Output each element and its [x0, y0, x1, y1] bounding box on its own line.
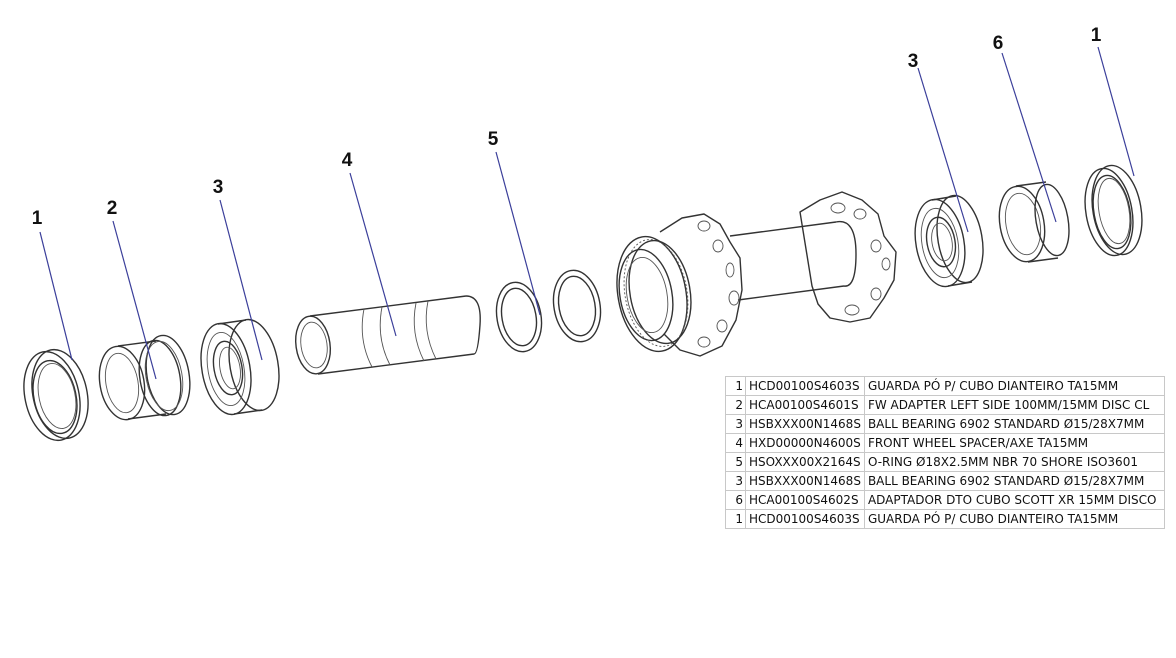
- callout-3-left: 3: [213, 177, 224, 198]
- item-number-cell: 1: [725, 509, 746, 529]
- description-cell: ADAPTADOR DTO CUBO SCOTT XR 15MM DISCO: [863, 490, 1165, 510]
- item-number-cell: 2: [725, 395, 746, 415]
- description-cell: O-RING Ø18X2.5MM NBR 70 SHORE ISO3601: [863, 452, 1165, 472]
- part-code-cell: HCD00100S4603S: [745, 509, 865, 529]
- description-cell: BALL BEARING 6902 STANDARD Ø15/28X7MM: [863, 471, 1165, 491]
- item-number-cell: 3: [725, 414, 746, 434]
- part-code-cell: HCA00100S4601S: [745, 395, 865, 415]
- item-number-cell: 3: [725, 471, 746, 491]
- part-fw-adapter-left: [98, 334, 191, 421]
- part-adaptador-right: [998, 181, 1070, 263]
- item-number-cell: 6: [725, 490, 746, 510]
- callout-1-right: 1: [1091, 25, 1102, 46]
- item-number-cell: 5: [725, 452, 746, 472]
- callout-labels: 1 2 3 4 5 3 6 1: [32, 25, 1102, 229]
- description-cell: FW ADAPTER LEFT SIDE 100MM/15MM DISC CL: [863, 395, 1165, 415]
- part-code-cell: HSBXXX00N1468S: [745, 471, 865, 491]
- item-number-cell: 4: [725, 433, 746, 453]
- callout-4: 4: [342, 150, 353, 171]
- callout-1-left: 1: [32, 208, 43, 229]
- callout-6: 6: [993, 33, 1004, 54]
- description-cell: BALL BEARING 6902 STANDARD Ø15/28X7MM: [863, 414, 1165, 434]
- part-o-rings: [495, 269, 602, 353]
- description-cell: GUARDA PÓ P/ CUBO DIANTEIRO TA15MM: [863, 509, 1165, 529]
- item-number-cell: 1: [725, 376, 746, 396]
- part-ball-bearing-right: [914, 194, 984, 288]
- callout-2: 2: [107, 198, 118, 219]
- part-hub-body: [616, 191, 897, 357]
- part-dust-cap-left: [23, 348, 89, 442]
- description-cell: GUARDA PÓ P/ CUBO DIANTEIRO TA15MM: [863, 376, 1165, 396]
- part-dust-cap-right: [1084, 164, 1143, 257]
- description-cell: FRONT WHEEL SPACER/AXE TA15MM: [863, 433, 1165, 453]
- part-code-cell: HCA00100S4602S: [745, 490, 865, 510]
- leader-lines: [39, 46, 1135, 380]
- part-code-cell: HSOXXX00X2164S: [745, 452, 865, 472]
- part-code-cell: HCD00100S4603S: [745, 376, 865, 396]
- part-ball-bearing-left: [200, 318, 280, 416]
- callout-5: 5: [488, 129, 499, 150]
- part-front-wheel-spacer: [294, 295, 481, 375]
- part-code-cell: HXD00000N4600S: [745, 433, 865, 453]
- part-code-cell: HSBXXX00N1468S: [745, 414, 865, 434]
- callout-3-right: 3: [908, 51, 919, 72]
